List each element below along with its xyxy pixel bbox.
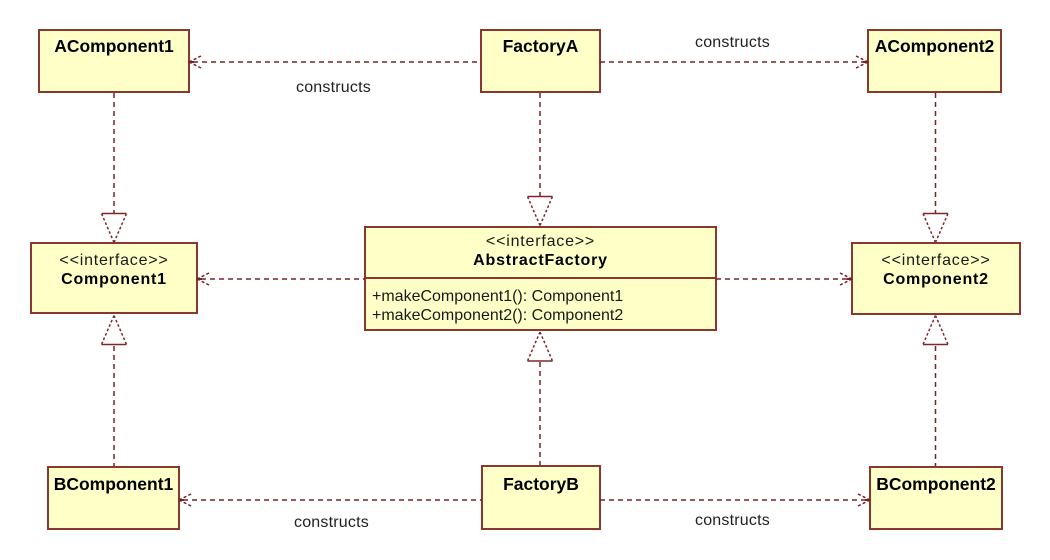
svg-text:constructs: constructs: [695, 34, 770, 51]
svg-text:+makeComponent1(): Component1: +makeComponent1(): Component1: [372, 288, 623, 305]
svg-text:Component2: Component2: [883, 271, 989, 288]
svg-text:constructs: constructs: [695, 512, 770, 529]
svg-text:Component1: Component1: [61, 271, 167, 288]
svg-text:<<interface>>: <<interface>>: [59, 252, 168, 269]
svg-text:BComponent1: BComponent1: [54, 474, 174, 494]
svg-text:AComponent1: AComponent1: [54, 36, 174, 56]
svg-text:<<interface>>: <<interface>>: [881, 252, 990, 269]
svg-text:constructs: constructs: [296, 79, 371, 96]
svg-text:+makeComponent2(): Component2: +makeComponent2(): Component2: [372, 307, 623, 324]
svg-text:AbstractFactory: AbstractFactory: [473, 252, 608, 269]
svg-text:<<interface>>: <<interface>>: [486, 233, 595, 250]
svg-text:constructs: constructs: [294, 514, 369, 531]
svg-text:BComponent2: BComponent2: [876, 474, 996, 494]
svg-text:AComponent2: AComponent2: [875, 36, 995, 56]
svg-text:FactoryB: FactoryB: [503, 474, 579, 494]
svg-text:FactoryA: FactoryA: [503, 36, 579, 56]
